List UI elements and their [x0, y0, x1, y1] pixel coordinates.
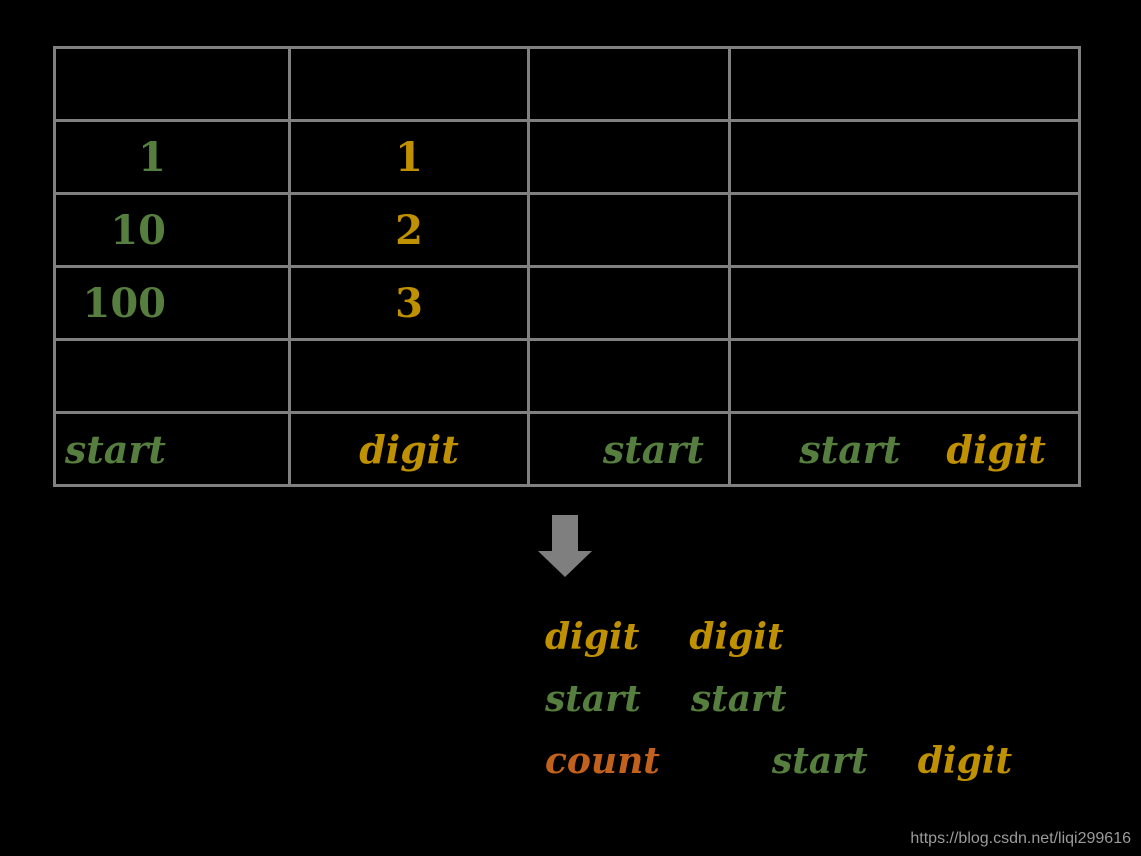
line-count-start-digit: count start digit [545, 730, 1012, 792]
row-power-2-cell-2: 3 [288, 265, 530, 341]
labels-row-cell-2: digit [288, 411, 530, 487]
row-power-1: 10 2 [53, 192, 1081, 268]
header-row-cell-4 [728, 46, 1081, 122]
row-power-0-cell-2: 1 [288, 119, 530, 195]
row-power-0-cell-4 [728, 119, 1081, 195]
label-start: start [690, 678, 787, 720]
line-digit-digit: digit digit [545, 606, 1012, 668]
labels-row-cell-3: start [527, 411, 731, 487]
row-power-2-cell-3 [527, 265, 731, 341]
label-start: start [64, 426, 166, 472]
spacer-row-cell-2 [288, 338, 530, 414]
label-2: 2 [395, 206, 423, 254]
label-digit: digit [545, 616, 640, 658]
label-start: start [799, 426, 901, 472]
label-digit: digit [689, 616, 784, 658]
spacer-row [53, 338, 1081, 414]
header-row-cell-3 [527, 46, 731, 122]
row-power-1-cell-4 [728, 192, 1081, 268]
row-power-2-cell-1: 100 [53, 265, 291, 341]
labels-row-cell-4: start digit [728, 411, 1081, 487]
spacer-row-cell-4 [728, 338, 1081, 414]
label-100: 100 [82, 279, 167, 327]
label-count: count [545, 740, 660, 782]
watermark-url: https://blog.csdn.net/liqi299616 [910, 830, 1131, 847]
header-row [53, 46, 1081, 122]
arrow-shaft [552, 515, 578, 551]
label-10: 10 [110, 206, 166, 254]
row-power-1-cell-1: 10 [53, 192, 291, 268]
label-digit: digit [917, 740, 1013, 782]
down-arrow-icon [538, 515, 592, 577]
header-row-cell-1 [53, 46, 291, 122]
label-start: start [545, 678, 641, 720]
row-power-1-cell-2: 2 [288, 192, 530, 268]
arrow-head [538, 551, 592, 577]
row-power-1-cell-3 [527, 192, 731, 268]
labels-row-cell-1: start [53, 411, 291, 487]
labels-row: start digit start start digit [53, 411, 1081, 487]
label-digit: digit [359, 426, 459, 472]
label-1: 1 [138, 133, 166, 181]
row-power-2-cell-4 [728, 265, 1081, 341]
label-start: start [771, 740, 868, 782]
row-power-2: 100 3 [53, 265, 1081, 341]
row-power-0-cell-3 [527, 119, 731, 195]
label-1: 1 [395, 133, 423, 181]
spacer-row-cell-1 [53, 338, 291, 414]
result-lines: digit digit start start count start digit [545, 606, 1012, 792]
line-start-start: start start [545, 668, 1012, 730]
label-start: start [602, 426, 704, 472]
row-power-0-cell-1: 1 [53, 119, 291, 195]
label-3: 3 [395, 279, 423, 327]
spacer-row-cell-3 [527, 338, 731, 414]
header-row-cell-2 [288, 46, 530, 122]
label-digit: digit [946, 426, 1046, 472]
